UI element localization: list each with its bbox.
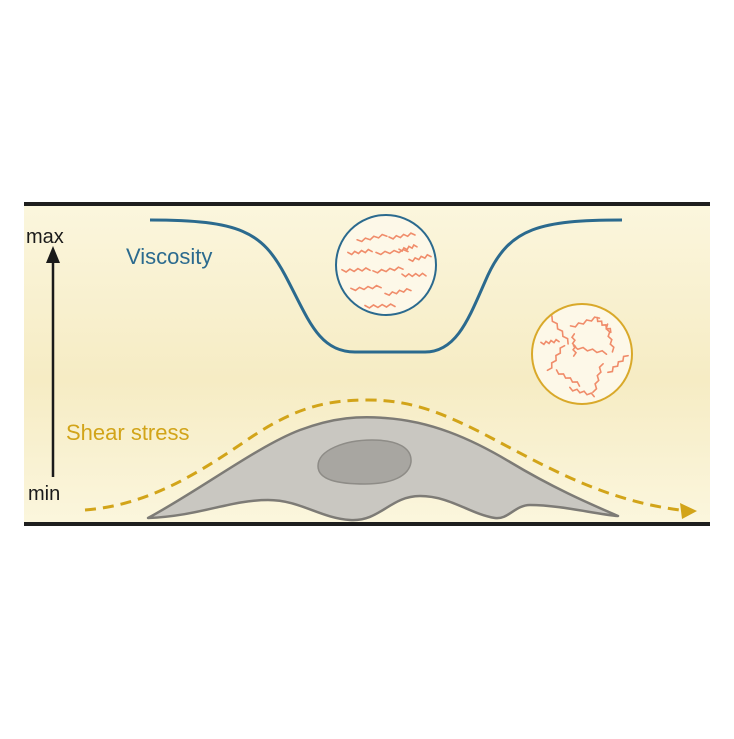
aligned-filaments-inset — [335, 214, 437, 316]
random-filaments-inset — [531, 303, 633, 405]
filament — [372, 266, 404, 274]
cell-nucleus — [317, 439, 412, 485]
filament — [347, 248, 373, 256]
shear-stress-label: Shear stress — [66, 420, 190, 445]
filament — [555, 369, 581, 387]
filament — [570, 333, 578, 357]
filament — [569, 386, 595, 398]
shear-stress-curve — [84, 398, 681, 512]
filament — [607, 354, 629, 374]
filament — [384, 287, 412, 297]
viscosity-curve — [149, 218, 623, 354]
filament — [546, 344, 566, 372]
filament — [569, 316, 601, 328]
filament — [540, 338, 560, 346]
filament — [572, 345, 608, 355]
viscosity-label: Viscosity — [126, 244, 213, 269]
filament — [388, 232, 416, 240]
filament — [596, 316, 612, 334]
filament — [341, 267, 371, 273]
filament — [592, 363, 604, 393]
filament — [551, 315, 569, 345]
axis-max-label: max — [26, 226, 64, 248]
filament — [401, 272, 427, 278]
filament — [408, 253, 432, 263]
filament — [350, 284, 382, 292]
filament — [364, 303, 396, 309]
filament — [356, 233, 388, 243]
shear-stress-arrow-head — [680, 503, 697, 519]
axis-min-label: min — [28, 483, 61, 505]
axis-arrow-head — [46, 246, 60, 263]
filament — [398, 243, 418, 253]
